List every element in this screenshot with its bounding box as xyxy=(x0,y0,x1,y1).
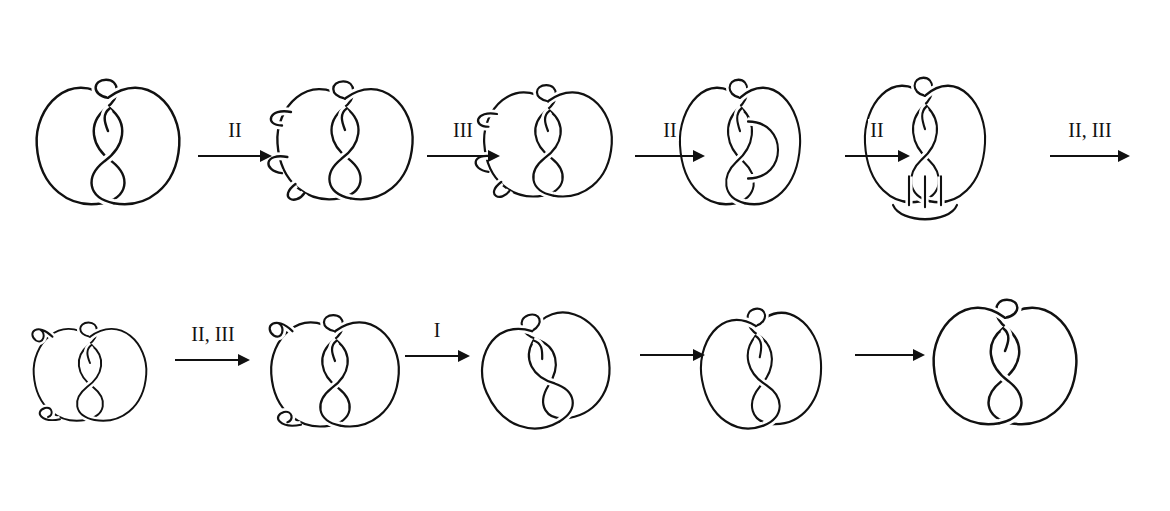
mirror-figure-eight-knot xyxy=(934,300,1077,424)
knot-stage xyxy=(466,294,624,442)
move-label: II xyxy=(661,119,678,141)
move-arrow xyxy=(1050,150,1130,162)
move-arrow xyxy=(640,349,705,361)
knot-stage xyxy=(694,300,828,436)
move-arrow xyxy=(198,150,272,162)
move-arrow xyxy=(845,150,910,162)
move-arrow xyxy=(635,150,705,162)
move-label: II xyxy=(868,119,885,141)
move-arrow xyxy=(175,354,250,366)
figure-eight-knot xyxy=(37,80,180,204)
move-arrow xyxy=(855,349,925,361)
move-label: II, III xyxy=(189,323,236,345)
knot-stage xyxy=(268,81,412,199)
knot-stage xyxy=(865,78,985,220)
crossing-gap xyxy=(748,122,778,179)
knot-stage xyxy=(476,85,612,197)
move-arrow xyxy=(427,150,500,162)
move-label: I xyxy=(432,319,443,341)
crossing-gap xyxy=(909,177,941,207)
move-label: II, III xyxy=(1066,119,1113,141)
move-label: II xyxy=(226,119,243,141)
knot-stage xyxy=(270,315,399,426)
move-arrow xyxy=(405,350,470,362)
knot-stage xyxy=(32,323,146,421)
move-label: III xyxy=(451,119,475,141)
knot-stage xyxy=(680,80,800,204)
